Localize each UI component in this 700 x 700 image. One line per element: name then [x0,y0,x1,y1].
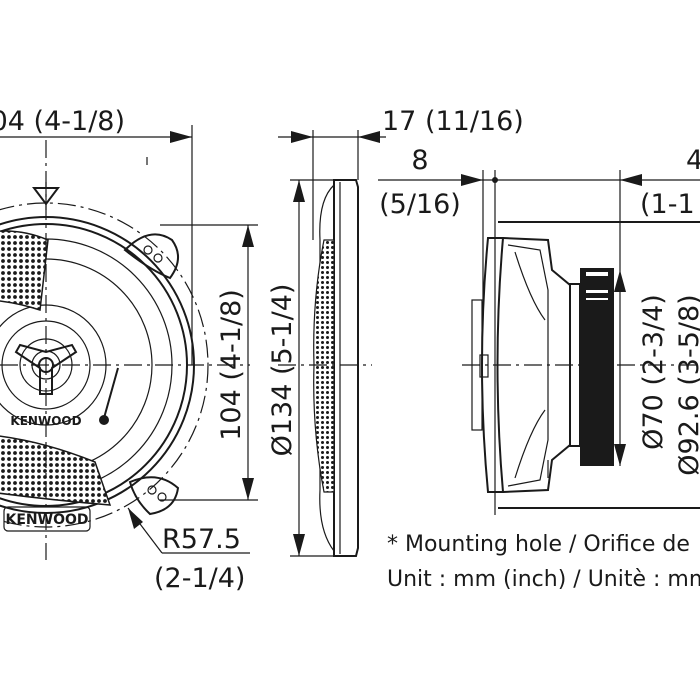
grill-mesh-upper [0,230,49,311]
width-dim-label: 104 (4-1/8) [0,106,125,137]
height-dim-arrow-top [242,225,254,247]
magnet-depth-inch-label: (1-1 [640,189,695,220]
diameter-dim-arrow-bottom [293,534,305,556]
radius-dim-inch-label: (2-1/4) [154,563,245,594]
radius-dim-label: R57.5 [162,524,241,555]
magnet-depth-label: 4 [686,145,700,176]
mounting-tab-upper [123,233,179,280]
magnet-section [569,268,614,466]
grill-mesh-lower [0,435,112,506]
offset-dim-label: 8 [411,145,428,176]
depth-dim-label: 17 (11/16) [382,106,524,137]
magnet-depth-arrow [620,174,642,186]
width-dim-arrow [170,131,192,143]
offset-dim-dot [492,177,498,183]
diameter-dim-label: Ø134 (5-1/4) [267,284,298,457]
magnet-dim-arrow-top [614,270,626,292]
terminal-pin [99,367,119,425]
height-dim-label: 104 (4-1/8) [216,289,247,441]
unit-note: Unit : mm (inch) / Unitè : mm [387,567,700,592]
side-view: 17 (11/16) Ø134 (5-1/4) [267,106,524,557]
mounting-hole-note: * Mounting hole / Orifice de [387,532,690,557]
mounting-hole-dim-label: Ø92.6 (3-5/8) [674,294,700,475]
mounting-tab-lower [128,476,180,516]
radius-leader-arrow [128,508,143,529]
depth-dim-arrow-right [358,131,380,143]
magnet-dim-arrow-bottom [614,444,626,466]
offset-dim-arrow-left [461,174,483,186]
brand-label-badge: KENWOOD [6,512,89,528]
height-dim-arrow-bottom [242,478,254,500]
front-view: KENWOOD KENWOOD 104 (4-1/8) 104 (4-1/8) … [0,106,258,594]
tweeter-bracket [14,343,78,395]
section-view: 8 (5/16) 4 (1-1 Ø70 (2-3/4) Ø92.6 (3-5/8… [378,145,700,515]
magnet-dim-label: Ø70 (2-3/4) [638,294,669,450]
diameter-dim-arrow-top [293,180,305,202]
mounting-frame [494,198,700,515]
side-profile [313,179,359,557]
brand-badge: KENWOOD [3,506,91,532]
offset-dim-inch-label: (5/16) [379,189,461,220]
depth-dim-arrow-left [291,131,313,143]
